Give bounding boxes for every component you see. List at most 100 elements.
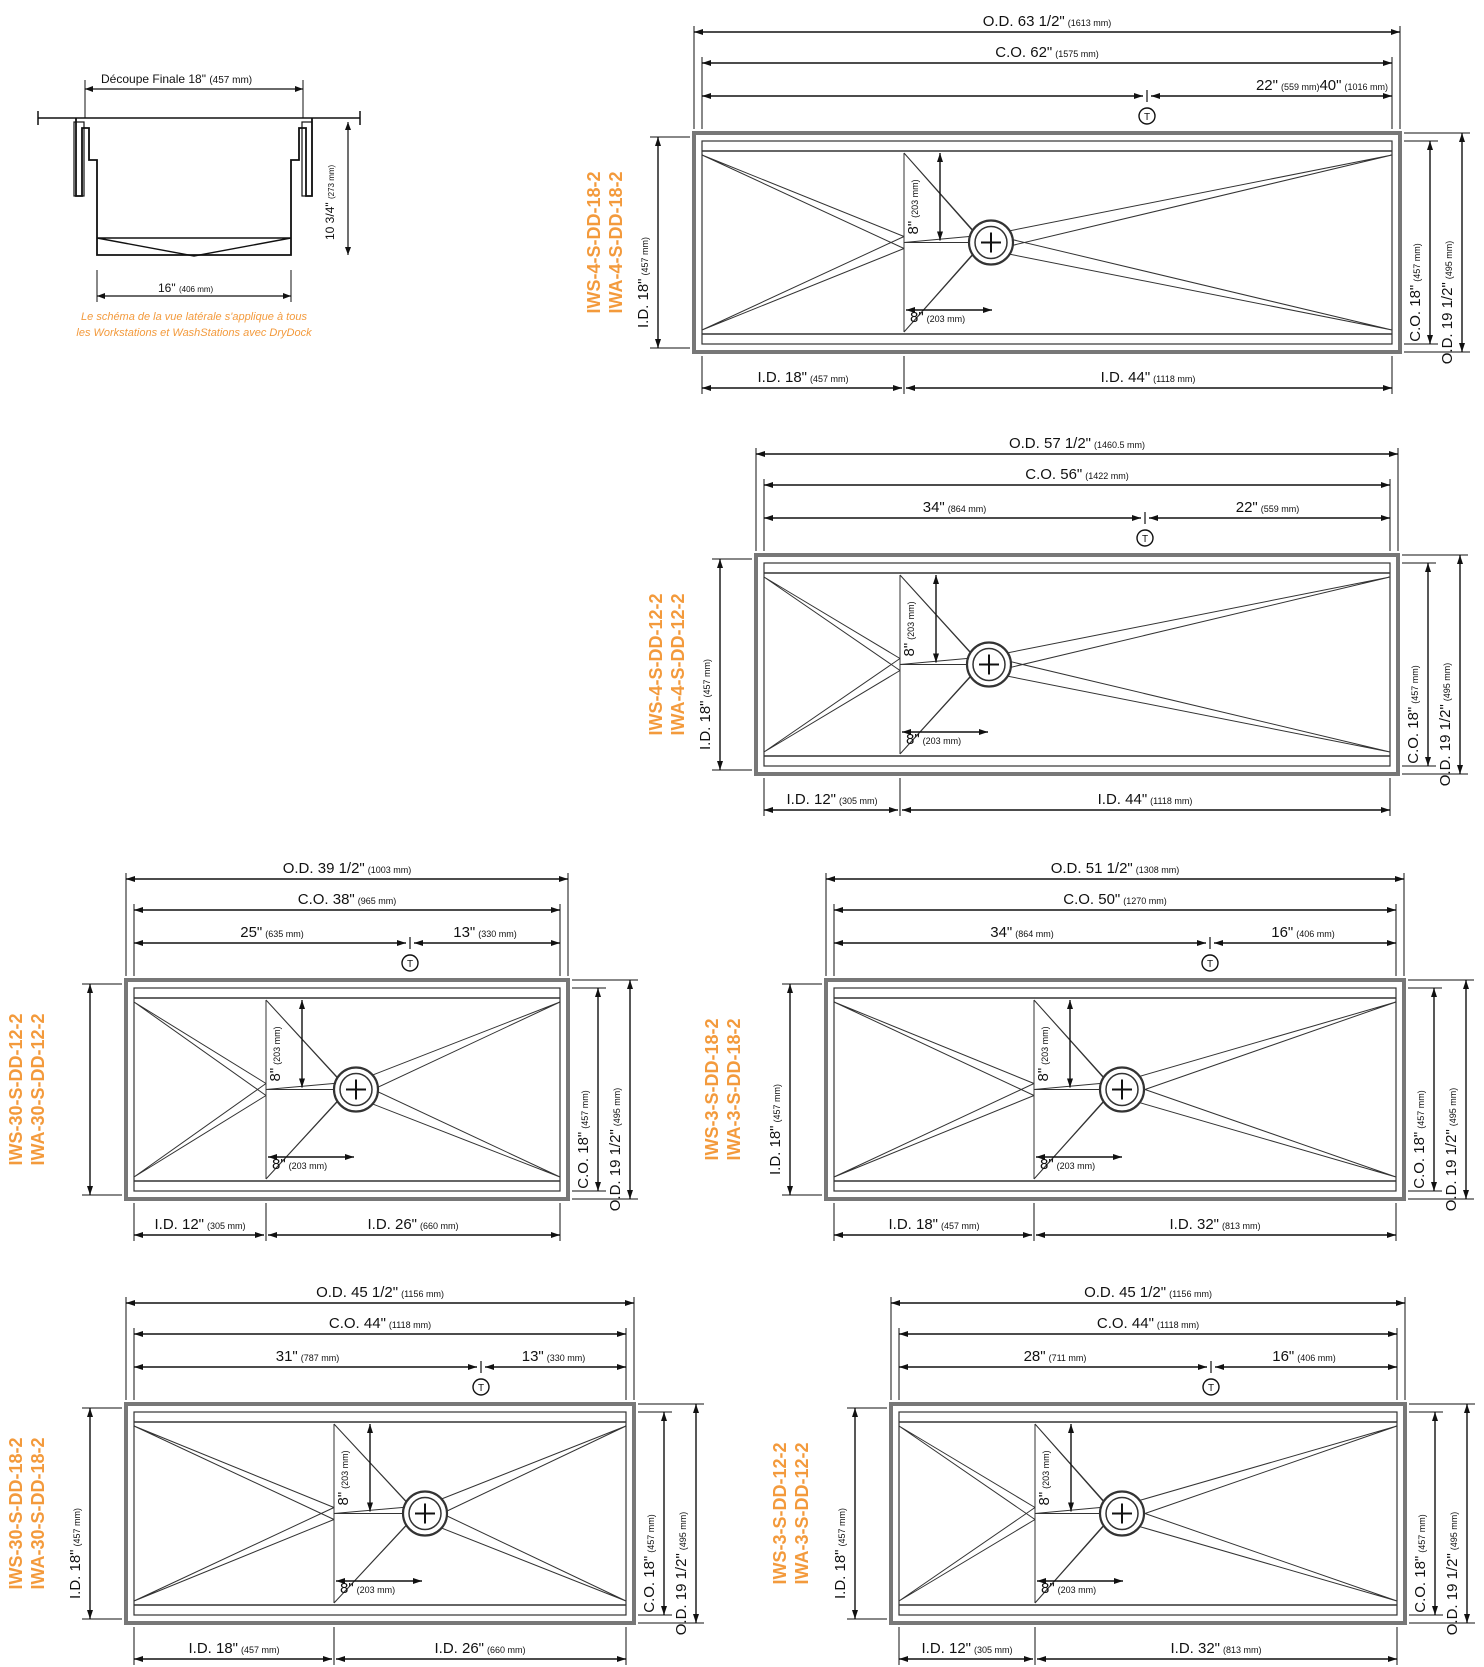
tap-label: T [1144, 112, 1150, 123]
sink-diagram-2: 8"(203 mm)8"(203 mm)O.D. 57 1/2"(1460.5 … [646, 435, 1468, 816]
side-note-line1: Le schéma de la vue latérale s'applique … [81, 311, 307, 323]
left-segment-dim: 34"(864 mm) [990, 924, 1054, 941]
inner-height-dim: I.D. 18"(457 mm) [767, 1084, 784, 1175]
drain-vertical-dim: 8"(203 mm) [335, 1450, 352, 1505]
cutout-height-dim: C.O. 18"(457 mm) [641, 1514, 658, 1613]
tap-icon [1201, 954, 1219, 972]
inner-height-dim: I.D. 18"(457 mm) [697, 659, 714, 750]
left-segment-dim: 31"(787 mm) [276, 1348, 340, 1365]
inner-left-width-dim: I.D. 12"(305 mm) [921, 1640, 1012, 1657]
inner-height-dim: I.D. 18"(457 mm) [67, 1508, 84, 1599]
outer-height-dim: O.D. 19 1/2"(495 mm) [1437, 663, 1454, 787]
tap-icon [472, 1378, 490, 1396]
model-label: IWA-4-S-DD-18-2 [606, 171, 626, 313]
cutout-width-dim: C.O. 38"(965 mm) [298, 891, 397, 908]
sink-diagram-4: 8"(203 mm) 8"(203 mm) O.D. 51 1/2"(1308 mm… [702, 860, 1474, 1241]
model-label: IWA-3-S-DD-18-2 [724, 1018, 744, 1160]
cutout-height-dim: C.O. 18"(457 mm) [1411, 1090, 1428, 1189]
right-segment-dim: 16"(406 mm) [1272, 1348, 1336, 1365]
sink-outline [692, 131, 1402, 354]
side-view: Découpe Finale 18" (457 mm) 10 3/4" (273… [37, 72, 361, 339]
drain-vertical-dim: 8"(203 mm) [905, 179, 922, 234]
outer-height-dim: O.D. 19 1/2"(495 mm) [1439, 241, 1456, 365]
outer-height-dim: O.D. 19 1/2"(495 mm) [607, 1088, 624, 1212]
sink-outline [889, 1402, 1407, 1625]
drain-vertical-dim: 8"(203 mm) [1035, 1026, 1052, 1081]
sink-diagram-3: 8"(203 mm) 8"(203 mm) O.D. 39 1/2"(1003 mm… [6, 860, 638, 1241]
tap-label: T [1142, 534, 1148, 545]
sink-diagram-1: 8"(203 mm) 8"(203 mm) O.D. 63 1/2"(1613 mm… [584, 13, 1470, 394]
right-segment-dim: 16"(406 mm) [1271, 924, 1335, 941]
inner-left-width-dim: I.D. 12"(305 mm) [154, 1216, 245, 1233]
left-segment-dim: 34"(864 mm) [923, 499, 987, 516]
right-segment-dim: 13"(330 mm) [522, 1348, 586, 1365]
right-segment-dim: 13"(330 mm) [453, 924, 517, 941]
tap-icon [401, 954, 419, 972]
drain-vertical-dim: 8"(203 mm) [1036, 1450, 1053, 1505]
model-label: IWS-4-S-DD-12-2 [646, 593, 666, 735]
drain-horizontal-dim: 8"(203 mm) [340, 1580, 395, 1597]
cutout-width-dim: C.O. 44"(1118 mm) [329, 1315, 431, 1332]
drain-horizontal-dim: 8"(203 mm) [272, 1156, 327, 1173]
cutout-width-dim: C.O. 50"(1270 mm) [1063, 891, 1167, 908]
model-label: IWS-4-S-DD-18-2 [584, 171, 604, 313]
outer-height-dim: O.D. 19 1/2"(495 mm) [673, 1512, 690, 1636]
drain-horizontal-dim: 8"(203 mm) [1041, 1580, 1096, 1597]
side-note-line2: les Workstations et WashStations avec Dr… [76, 327, 312, 339]
side-sink-outline [75, 118, 313, 256]
side-bottom-label: 16" (406 mm) [158, 281, 214, 295]
cutout-width-dim: C.O. 62"(1575 mm) [995, 44, 1099, 61]
left-segment-dim: 28"(711 mm) [1024, 1348, 1087, 1365]
inner-left-width-dim: I.D. 12"(305 mm) [786, 791, 877, 808]
left-segment-dim: 25"(635 mm) [240, 924, 304, 941]
cutout-width-dim: C.O. 44"(1118 mm) [1097, 1315, 1199, 1332]
tap-label: T [1207, 959, 1213, 970]
outer-width-dim: O.D. 57 1/2"(1460.5 mm) [1009, 435, 1145, 452]
tap-label: T [478, 1383, 484, 1394]
tap-icon [1138, 107, 1156, 125]
inner-height-dim: I.D. 18"(457 mm) [635, 237, 652, 328]
drain-horizontal-dim: 8"(203 mm) [1040, 1156, 1095, 1173]
model-label: IWS-3-S-DD-12-2 [770, 1442, 790, 1584]
inner-left-width-dim: I.D. 18"(457 mm) [188, 1640, 279, 1657]
inner-left-width-dim: I.D. 18"(457 mm) [757, 369, 848, 386]
side-height-label: 10 3/4" (273 mm) [323, 164, 337, 240]
drain-vertical-dim: 8"(203 mm) [267, 1026, 284, 1081]
cutout-height-dim: C.O. 18"(457 mm) [1412, 1514, 1429, 1613]
right-segment-dim: 22"(559 mm) [1236, 499, 1300, 516]
inner-right-width-dim: I.D. 26"(660 mm) [434, 1640, 525, 1657]
model-label: IWS-3-S-DD-18-2 [702, 1018, 722, 1160]
model-label: IWA-30-S-DD-18-2 [28, 1437, 48, 1589]
inner-right-width-dim: I.D. 44"(1118 mm) [1101, 369, 1196, 386]
sink-diagram-5: 8"(203 mm) 8"(203 mm) O.D. 45 1/2"(1156 mm… [6, 1284, 704, 1665]
inner-right-width-dim: I.D. 44"(1118 mm) [1098, 791, 1193, 808]
outer-width-dim: O.D. 63 1/2"(1613 mm) [983, 13, 1112, 30]
inner-height-dim: I.D. 18"(457 mm) [832, 1508, 849, 1599]
cutout-height-dim: C.O. 18"(457 mm) [575, 1090, 592, 1189]
cutout-height-dim: C.O. 18"(457 mm) [1407, 243, 1424, 342]
inner-right-width-dim: I.D. 26"(660 mm) [367, 1216, 458, 1233]
tap-label: T [407, 959, 413, 970]
model-label: IWS-30-S-DD-18-2 [6, 1437, 26, 1589]
model-label: IWA-4-S-DD-12-2 [668, 593, 688, 735]
inner-right-width-dim: I.D. 32"(813 mm) [1169, 1216, 1260, 1233]
model-label: IWA-30-S-DD-12-2 [28, 1013, 48, 1165]
outer-width-dim: O.D. 45 1/2"(1156 mm) [316, 1284, 444, 1301]
inner-right-width-dim: I.D. 32"(813 mm) [1170, 1640, 1261, 1657]
model-label: IWA-3-S-DD-12-2 [792, 1442, 812, 1584]
drain-vertical-dim: 8"(203 mm) [901, 601, 918, 656]
outer-width-dim: O.D. 45 1/2"(1156 mm) [1084, 1284, 1212, 1301]
inner-left-width-dim: I.D. 18"(457 mm) [888, 1216, 979, 1233]
right-segment-dim: 22"(559 mm)40"(1016 mm) [1256, 77, 1388, 94]
cutout-height-dim: C.O. 18"(457 mm) [1405, 665, 1422, 764]
tap-icon [1202, 1378, 1220, 1396]
sink-diagrams: 8"(203 mm) 8"(203 mm) O.D. 63 1/2"(1613 mm… [6, 13, 1475, 1665]
sink-outline [754, 553, 1400, 776]
tap-icon [1136, 529, 1154, 547]
outer-width-dim: O.D. 39 1/2"(1003 mm) [283, 860, 412, 877]
model-label: IWS-30-S-DD-12-2 [6, 1013, 26, 1165]
outer-height-dim: O.D. 19 1/2"(495 mm) [1443, 1088, 1460, 1212]
outer-width-dim: O.D. 51 1/2"(1308 mm) [1051, 860, 1180, 877]
drain-horizontal-dim: 8"(203 mm) [910, 309, 965, 326]
